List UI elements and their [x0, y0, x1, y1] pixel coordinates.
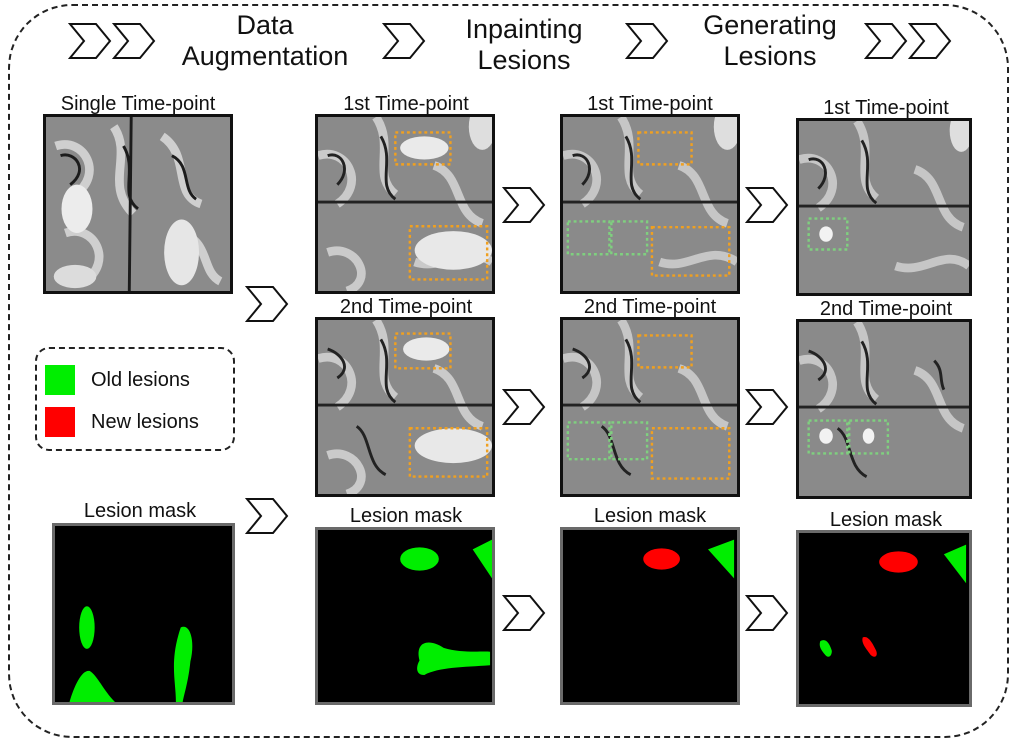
mri-first-time-point-input	[315, 114, 495, 294]
label-second-time-point: 2nd Time-point	[819, 298, 953, 320]
chevron-icon	[382, 23, 426, 59]
header-inpainting-lesions: Inpainting Lesions	[465, 14, 583, 75]
label-second-time-point: 2nd Time-point	[583, 296, 717, 318]
label-first-time-point: 1st Time-point	[823, 97, 949, 119]
lesion-mask-input	[315, 527, 495, 705]
label-first-time-point: 1st Time-point	[587, 93, 713, 115]
chevron-icon	[745, 595, 789, 631]
chevron-icon	[908, 23, 952, 59]
label-second-time-point: 2nd Time-point	[339, 296, 473, 318]
mri-second-time-point-input	[315, 317, 495, 497]
lesion-mask-generated	[796, 530, 972, 707]
label-first-time-point: 1st Time-point	[343, 93, 469, 115]
chevron-icon	[68, 23, 112, 59]
mri-first-time-point-inpainted	[560, 114, 740, 294]
chevron-icon	[245, 498, 289, 534]
label-lesion-mask: Lesion mask	[349, 505, 463, 527]
chevron-icon	[502, 187, 546, 223]
lesion-mask-single	[52, 523, 235, 705]
mri-second-time-point-generated	[796, 319, 972, 499]
chevron-icon	[502, 595, 546, 631]
header-data-augmentation: Data Augmentation	[181, 10, 349, 71]
chevron-icon	[502, 389, 546, 425]
mri-single-time-point	[43, 114, 233, 294]
chevron-icon	[625, 23, 669, 59]
mri-second-time-point-inpainted	[560, 317, 740, 497]
legend-new-label: New lesions	[91, 411, 199, 433]
chevron-icon	[745, 389, 789, 425]
chevron-icon	[745, 187, 789, 223]
legend-old-label: Old lesions	[91, 369, 190, 391]
chevron-icon	[245, 286, 289, 322]
legend-new-swatch	[45, 407, 75, 437]
label-lesion-mask: Lesion mask	[593, 505, 707, 527]
mri-first-time-point-generated	[796, 118, 972, 296]
chevron-icon	[112, 23, 156, 59]
header-generating-lesions: Generating Lesions	[703, 10, 837, 71]
label-single-time-point: Single Time-point	[60, 93, 216, 115]
legend-old-swatch	[45, 365, 75, 395]
lesion-mask-inpainted	[560, 527, 740, 705]
label-lesion-mask: Lesion mask	[829, 509, 943, 531]
chevron-icon	[864, 23, 908, 59]
label-lesion-mask: Lesion mask	[83, 500, 197, 522]
pipeline-frame	[8, 4, 1009, 738]
legend: Old lesions New lesions	[35, 347, 235, 451]
